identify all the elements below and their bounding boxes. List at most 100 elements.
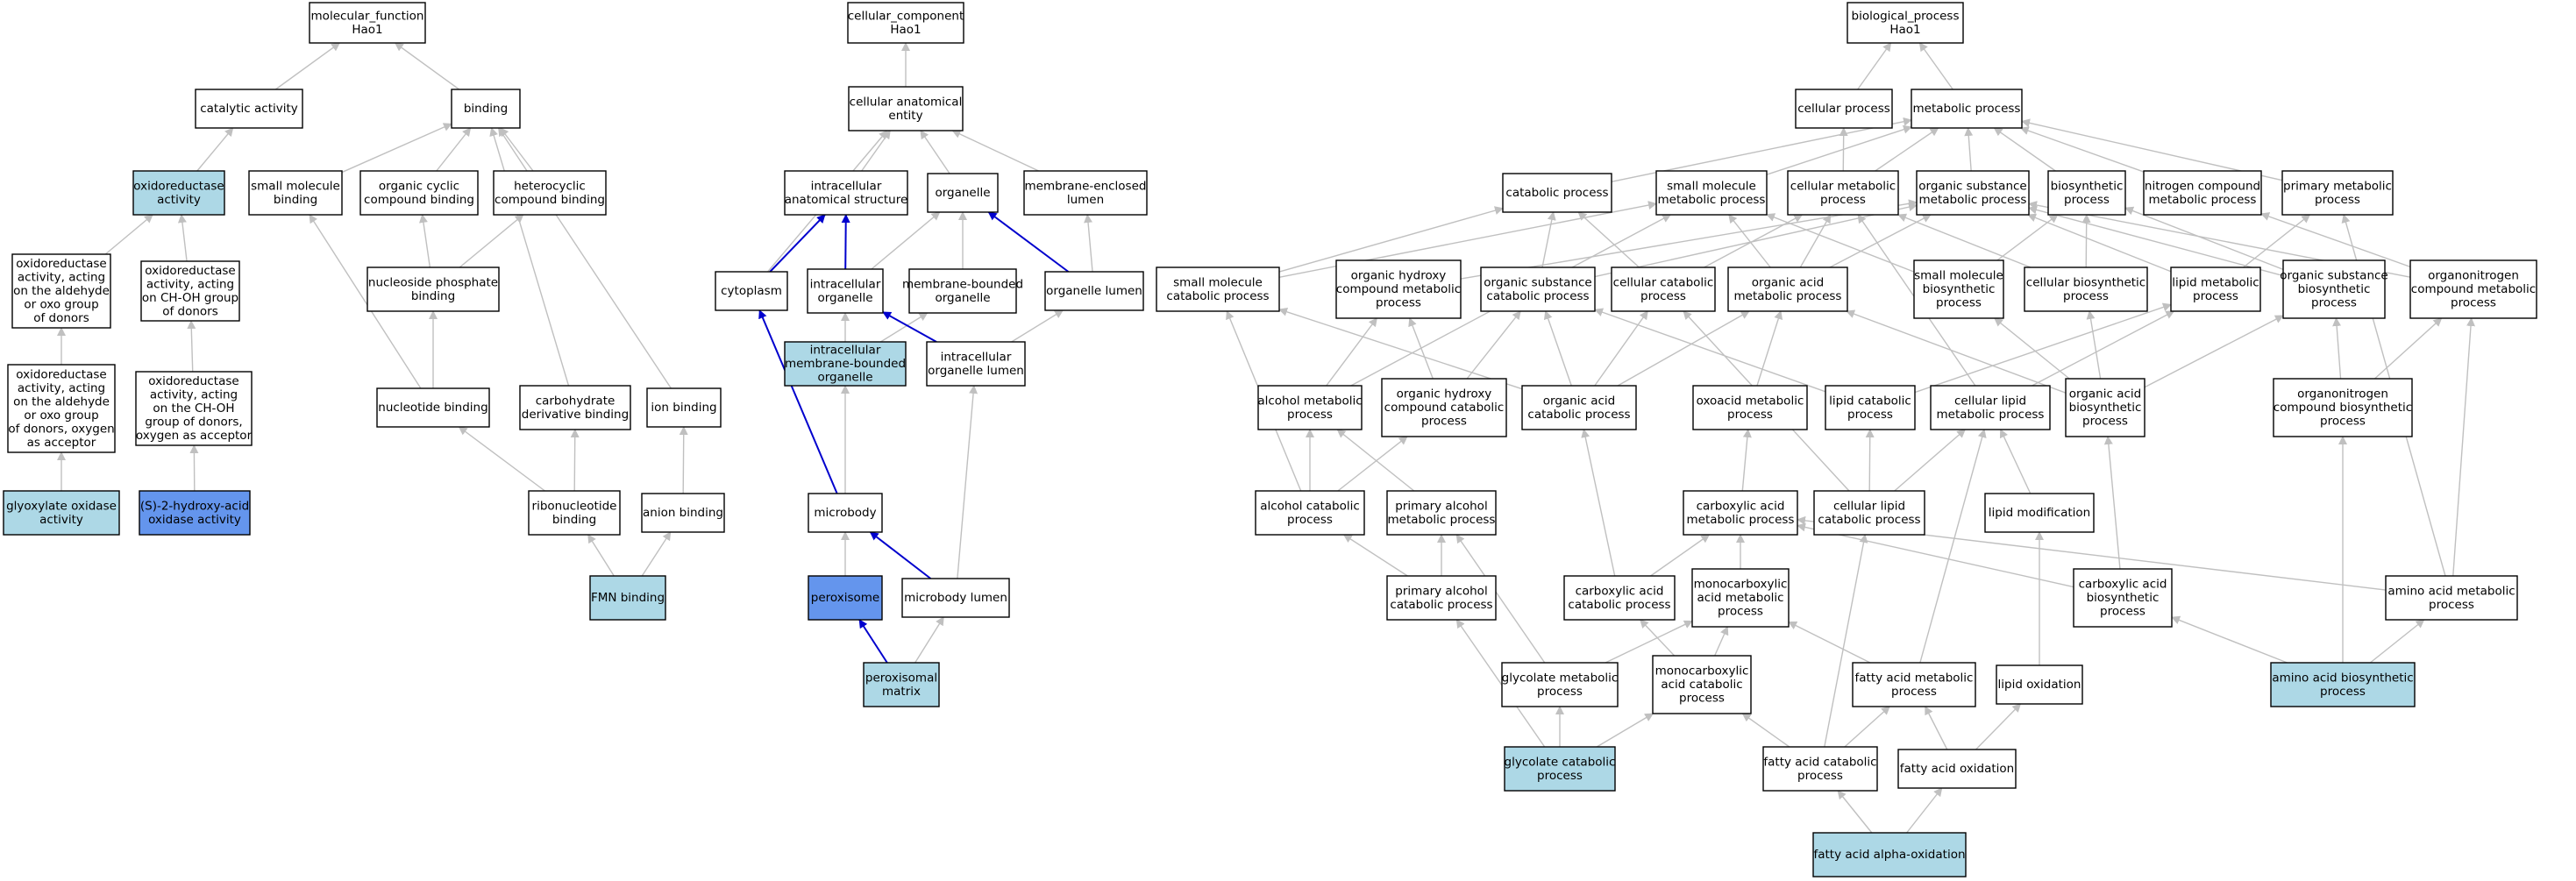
node-mblumen[interactable]: microbody lumen	[901, 578, 1010, 618]
node-binding[interactable]: binding	[451, 89, 521, 129]
node-label-line: metabolic process	[1658, 193, 1766, 207]
node-catalytic[interactable]: catalytic activity	[195, 89, 303, 129]
node-label-line: Hao1	[1889, 23, 1920, 37]
node-cytoplasm[interactable]: cytoplasm	[715, 271, 788, 311]
edge-fmnb-to-ribob	[587, 534, 615, 577]
node-label-line: cellular anatomical	[850, 95, 963, 109]
node-peroxisome[interactable]: peroxisome	[808, 575, 883, 621]
node-label-line: membrane-bounded	[902, 277, 1023, 291]
edge-mcacp-to-cacp	[1640, 619, 1676, 657]
node-box	[784, 341, 907, 387]
node-lmod[interactable]: lipid modification	[1984, 493, 2095, 533]
node-organelle[interactable]: organelle	[927, 173, 999, 213]
node-label-line: process	[2451, 296, 2496, 310]
node-box	[1683, 490, 1798, 536]
node-label-line: cellular lipid	[1833, 499, 1905, 513]
node-label-line: FMN binding	[591, 591, 665, 605]
node-lox[interactable]: lipid oxidation	[1996, 664, 2083, 705]
node-label-line: process	[1287, 408, 1333, 422]
node-label-line: Hao1	[352, 23, 382, 37]
node-anionb[interactable]: anion binding	[641, 493, 725, 533]
node-metproc[interactable]: metabolic process	[1911, 89, 2023, 129]
node-ionb[interactable]: ion binding	[646, 387, 722, 428]
node-microbody[interactable]: microbody	[808, 493, 883, 533]
node-faox[interactable]: fatty acid oxidation	[1897, 749, 2017, 789]
node-label-line: organelle	[817, 291, 872, 305]
node-cellproc[interactable]: cellular process	[1795, 89, 1893, 129]
node-olumen[interactable]: organelle lumen	[1044, 271, 1144, 311]
node-box	[1727, 266, 1848, 312]
node-catproc[interactable]: catabolic process	[1502, 173, 1612, 213]
edge-facp-to-famp	[1844, 706, 1890, 748]
node-label-line: biosynthetic	[2051, 179, 2124, 193]
node-faaox[interactable]: fatty acid alpha-oxidation	[1812, 832, 1967, 877]
node-fmnb[interactable]: FMN binding	[589, 575, 666, 621]
node-nucb[interactable]: nucleotide binding	[376, 387, 490, 428]
node-label-line: process	[1727, 408, 1773, 422]
